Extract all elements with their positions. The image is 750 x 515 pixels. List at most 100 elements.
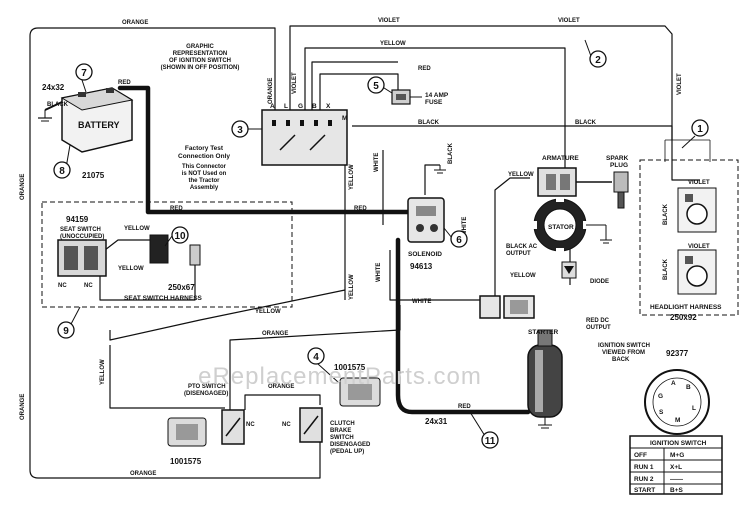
svg-text:X+L: X+L <box>670 464 682 471</box>
svg-text:250x67: 250x67 <box>168 283 195 292</box>
svg-text:SEAT SWITCH HARNESS: SEAT SWITCH HARNESS <box>124 295 203 302</box>
svg-text:3: 3 <box>237 125 243 136</box>
svg-text:6: 6 <box>456 235 462 246</box>
svg-text:M: M <box>675 417 680 424</box>
svg-text:CLUTCH: CLUTCH <box>330 421 355 427</box>
svg-text:YELLOW: YELLOW <box>100 359 106 385</box>
svg-text:M: M <box>342 115 347 122</box>
svg-text:SEAT SWITCH: SEAT SWITCH <box>60 227 101 233</box>
cable-starter <box>395 237 531 415</box>
diode <box>561 261 577 279</box>
svg-text:24x31: 24x31 <box>425 417 448 426</box>
svg-text:ORANGE: ORANGE <box>268 78 274 104</box>
svg-text:BLACK: BLACK <box>448 142 454 164</box>
svg-text:is NOT Used on: is NOT Used on <box>182 171 227 177</box>
svg-text:WHITE: WHITE <box>412 299 431 305</box>
battery: BATTERY <box>60 87 134 153</box>
svg-text:L: L <box>284 103 288 110</box>
svg-text:ORANGE: ORANGE <box>122 20 148 26</box>
svg-text:PTO SWITCH: PTO SWITCH <box>188 384 226 390</box>
wire-orange-perimeter <box>29 27 321 479</box>
svg-text:BLACK: BLACK <box>663 203 669 225</box>
watermark: eReplacementParts.com <box>198 363 482 390</box>
battery-label: BATTERY <box>78 120 120 130</box>
svg-text:OFF: OFF <box>634 452 647 459</box>
svg-text:OF IGNITION SWITCH: OF IGNITION SWITCH <box>169 58 231 64</box>
wire-labels: ORANGE VIOLET VIOLET YELLOW VIOLET RED B… <box>20 18 710 477</box>
svg-text:(UNOCCUPIED): (UNOCCUPIED) <box>60 234 104 240</box>
svg-text:IGNITION SWITCH: IGNITION SWITCH <box>598 343 650 349</box>
fuse <box>391 89 422 105</box>
svg-text:ORANGE: ORANGE <box>130 471 156 477</box>
svg-text:92377: 92377 <box>666 349 689 358</box>
ignition-terminals: A B G L M S <box>658 380 696 424</box>
svg-text:1001575: 1001575 <box>334 363 366 372</box>
svg-text:VIOLET: VIOLET <box>292 72 298 94</box>
svg-text:HEADLIGHT HARNESS: HEADLIGHT HARNESS <box>650 304 722 311</box>
svg-text:NC: NC <box>282 422 291 428</box>
svg-text:Connection Only: Connection Only <box>178 153 230 160</box>
svg-text:BLACK AC: BLACK AC <box>506 244 538 250</box>
wire-yellow-armature <box>494 177 530 300</box>
svg-text:OUTPUT: OUTPUT <box>506 251 531 257</box>
wire-violet-headlight <box>671 148 700 181</box>
svg-text:YELLOW: YELLOW <box>510 273 536 279</box>
spark-plug <box>576 171 629 209</box>
svg-text:Assembly: Assembly <box>190 185 219 191</box>
svg-text:(PEDAL UP): (PEDAL UP) <box>330 449 364 455</box>
svg-text:94613: 94613 <box>410 262 433 271</box>
svg-text:14 AMP: 14 AMP <box>425 92 449 99</box>
wire-yellow-lower <box>109 345 225 409</box>
svg-text:B: B <box>312 103 317 110</box>
headlight-1 <box>677 187 717 233</box>
svg-text:YELLOW: YELLOW <box>124 226 150 232</box>
svg-text:RUN 1: RUN 1 <box>634 464 654 471</box>
svg-text:7: 7 <box>81 68 87 79</box>
svg-text:YELLOW: YELLOW <box>349 164 355 190</box>
cable-red-battery <box>117 85 413 215</box>
svg-text:BACK: BACK <box>612 357 630 363</box>
svg-text:WHITE: WHITE <box>374 153 380 172</box>
svg-text:RUN 2: RUN 2 <box>634 476 654 483</box>
svg-text:VIOLET: VIOLET <box>558 18 580 24</box>
svg-text:4: 4 <box>313 352 319 363</box>
svg-text:STARTER: STARTER <box>528 329 559 336</box>
svg-text:YELLOW: YELLOW <box>118 266 144 272</box>
svg-text:the Tractor: the Tractor <box>188 178 220 184</box>
svg-text:WHITE: WHITE <box>462 217 468 236</box>
pto-switch <box>167 409 245 447</box>
svg-text:B+S: B+S <box>670 487 683 494</box>
switch-terminal-letters: A L G B X M <box>270 103 347 122</box>
svg-text:START: START <box>634 487 655 494</box>
svg-text:ARMATURE: ARMATURE <box>542 155 579 162</box>
svg-text:1: 1 <box>697 124 703 135</box>
armature <box>537 167 577 197</box>
wire-violet-top <box>289 25 673 140</box>
svg-text:ORANGE: ORANGE <box>268 384 294 390</box>
svg-text:RED: RED <box>418 66 431 72</box>
svg-text:DISENGAGED: DISENGAGED <box>330 442 371 448</box>
ignition-table: IGNITION SWITCH OFF M+G RUN 1 X+L RUN 2 … <box>629 435 723 495</box>
svg-text:Factory Test: Factory Test <box>185 145 224 152</box>
svg-text:YELLOW: YELLOW <box>255 309 281 315</box>
svg-text:G: G <box>298 103 303 110</box>
ignition-switch-graphic <box>261 109 348 166</box>
svg-text:SPARK: SPARK <box>606 155 629 162</box>
svg-text:G: G <box>658 393 663 400</box>
svg-text:ORANGE: ORANGE <box>20 394 26 420</box>
wire-orange-clutch <box>244 394 321 410</box>
seat-switch <box>57 239 107 277</box>
seat-harness-box <box>41 201 293 308</box>
svg-text:VIOLET: VIOLET <box>688 244 710 250</box>
callout-5: 5 <box>367 76 385 94</box>
svg-text:(DISENGAGED): (DISENGAGED) <box>184 391 228 397</box>
clutch-switch <box>299 377 381 443</box>
svg-text:L: L <box>692 405 696 412</box>
svg-text:STATOR: STATOR <box>548 224 574 231</box>
factory-connector <box>149 234 201 266</box>
svg-text:NC: NC <box>58 283 67 289</box>
svg-text:BRAKE: BRAKE <box>330 428 351 434</box>
callout-7: 7 <box>75 63 93 81</box>
